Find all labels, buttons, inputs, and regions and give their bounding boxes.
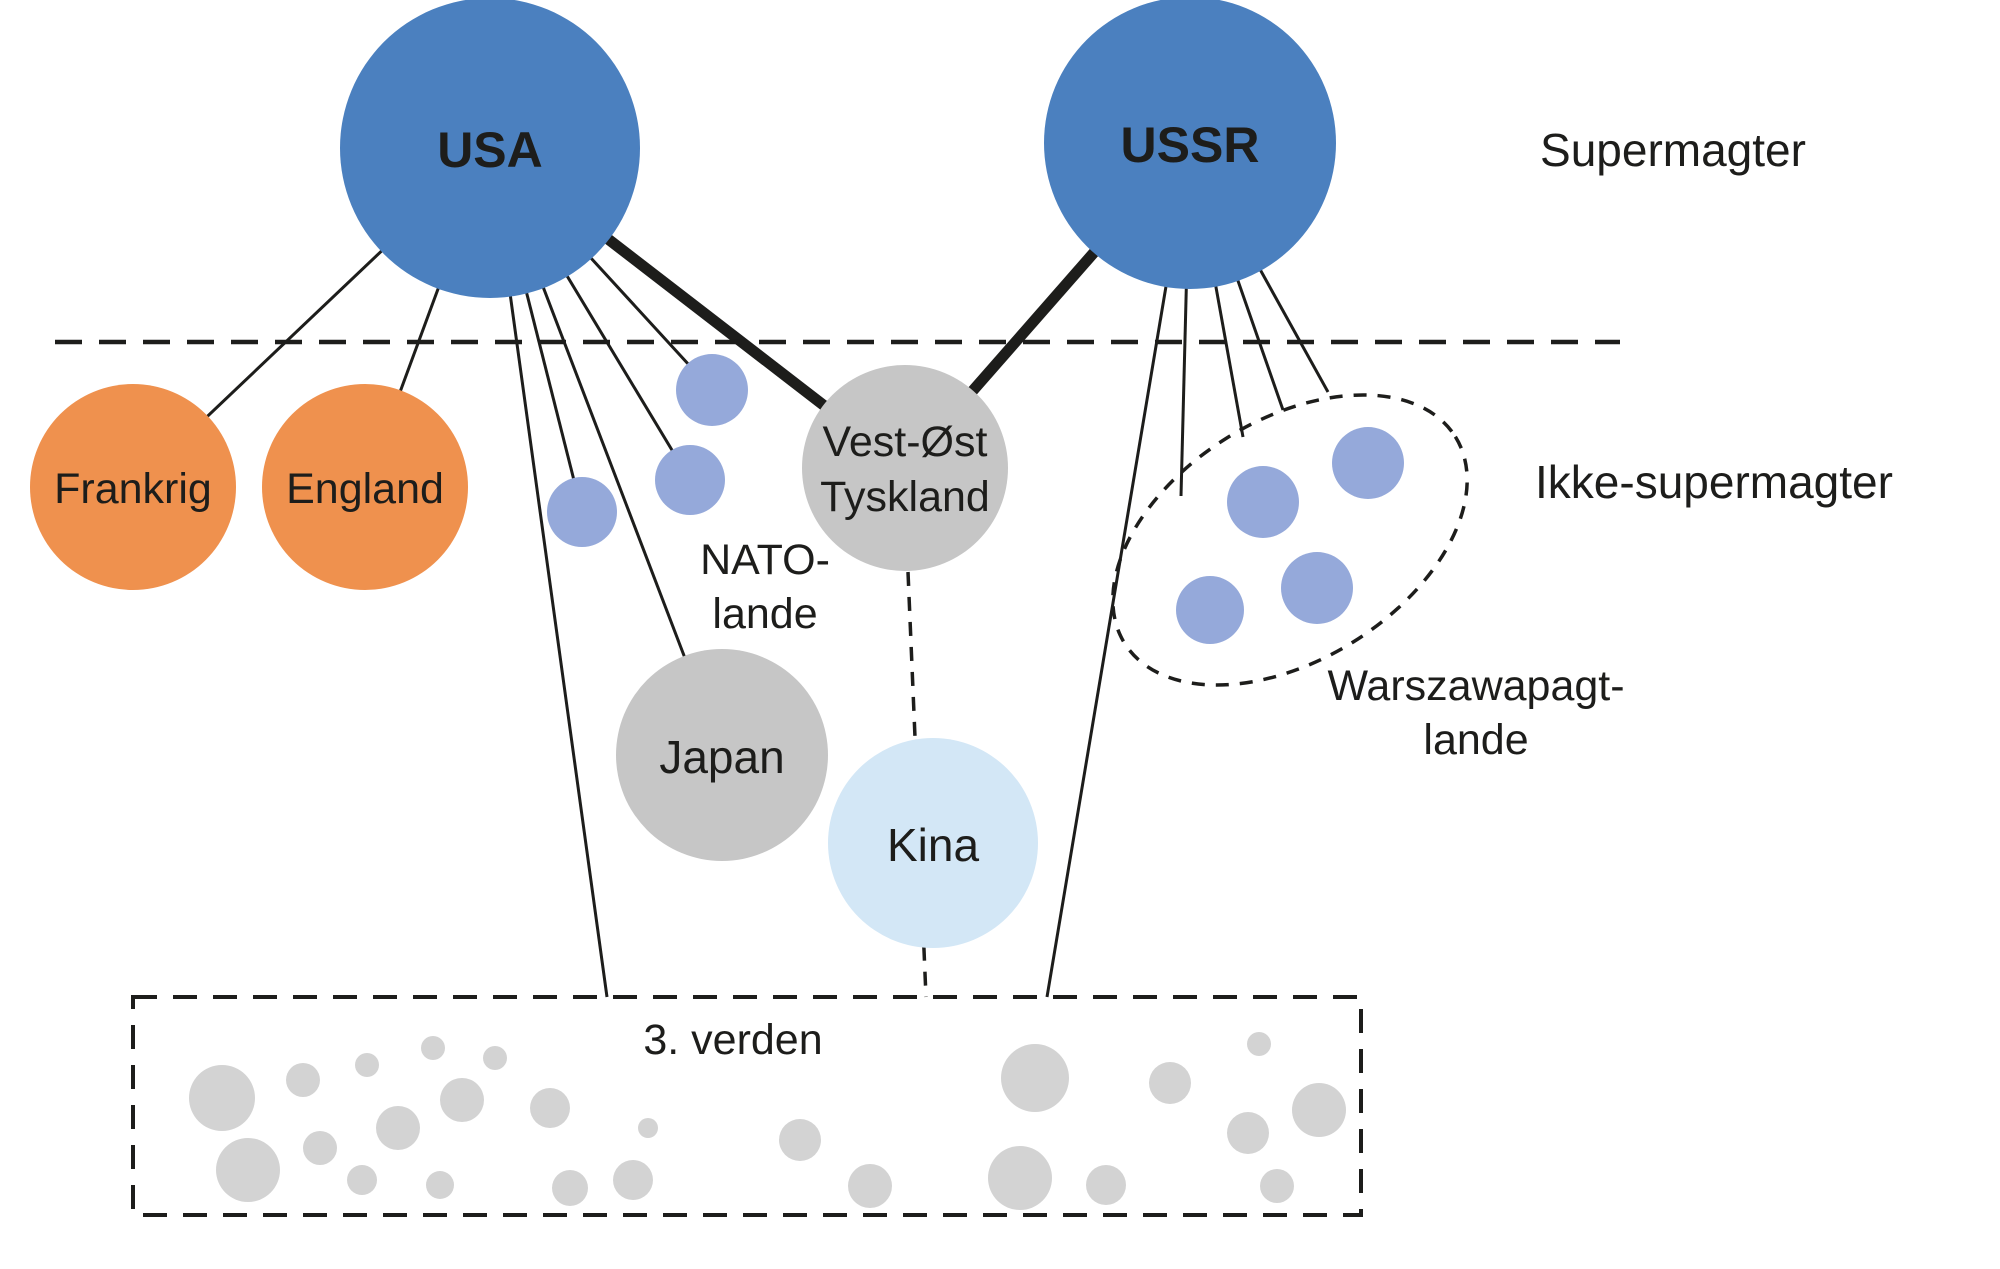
third-world-dot — [426, 1171, 454, 1199]
third-world-dots — [189, 1032, 1346, 1210]
node-england-circle — [262, 384, 468, 590]
node-england-label: England — [286, 465, 444, 513]
third-world-dot — [1149, 1062, 1191, 1104]
warsaw-member-circle — [1227, 466, 1299, 538]
third-world-dot — [1247, 1032, 1271, 1056]
annotation-warszawa-line1: Warszawapagt- — [1327, 662, 1624, 710]
third-world-dot — [1260, 1169, 1294, 1203]
third-world-dot — [355, 1053, 379, 1077]
annotation-supermagter: Supermagter — [1540, 124, 1806, 176]
warsaw-member-circle — [1332, 427, 1404, 499]
node-vestoest-label-line2: Tyskland — [820, 473, 990, 521]
node-kina-circle — [828, 738, 1038, 948]
third-world-dot — [303, 1131, 337, 1165]
node-kina-label: Kina — [887, 819, 979, 871]
third-world-dot — [1227, 1112, 1269, 1154]
third-world-dot — [440, 1078, 484, 1122]
node-ussr-label: USSR — [1121, 117, 1260, 173]
node-japan-circle — [616, 649, 828, 861]
third-world-dot — [530, 1088, 570, 1128]
node-frankrig-circle — [30, 384, 236, 590]
node-frankrig-label: Frankrig — [54, 465, 212, 513]
nato-member-circle — [547, 477, 617, 547]
node-ussr-circle — [1044, 0, 1336, 289]
third-world-dot — [216, 1138, 280, 1202]
third-world-dot — [1086, 1165, 1126, 1205]
nato-member-circle — [655, 445, 725, 515]
annotation-ikke-supermagter: Ikke-supermagter — [1535, 456, 1893, 508]
third-world-dot — [848, 1164, 892, 1208]
warsaw-member-circles — [1176, 427, 1404, 644]
nato-member-circle — [676, 354, 748, 426]
nato-member-circles — [547, 354, 748, 547]
third-world-dot — [376, 1106, 420, 1150]
third-world-box — [131, 995, 1363, 1217]
warsaw-member-circle — [1176, 576, 1244, 644]
node-usa-circle — [340, 0, 640, 298]
third-world-dot — [189, 1065, 255, 1131]
third-world-dot — [779, 1119, 821, 1161]
warsaw-pact-ellipse — [1111, 393, 1469, 687]
warsaw-member-circle — [1281, 552, 1353, 624]
node-vestoest-circle — [802, 365, 1008, 571]
third-world-dot — [421, 1036, 445, 1060]
node-japan-label: Japan — [659, 731, 784, 783]
annotation-third-world: 3. verden — [643, 1016, 822, 1064]
third-world-dot — [347, 1165, 377, 1195]
annotation-nato-line2: lande — [712, 590, 817, 638]
third-world-dot — [613, 1160, 653, 1200]
third-world-dot — [1292, 1083, 1346, 1137]
annotation-warszawa-line2: lande — [1423, 716, 1528, 764]
node-vestoest-label-line1: Vest-Øst — [823, 418, 988, 466]
third-world-dot — [483, 1046, 507, 1070]
third-world-dot — [1001, 1044, 1069, 1112]
third-world-dot — [638, 1118, 658, 1138]
third-world-dot — [286, 1063, 320, 1097]
annotation-nato-line1: NATO- — [700, 536, 830, 584]
third-world-dot — [552, 1170, 588, 1206]
node-usa-label: USA — [437, 122, 543, 178]
third-world-dot — [988, 1146, 1052, 1210]
